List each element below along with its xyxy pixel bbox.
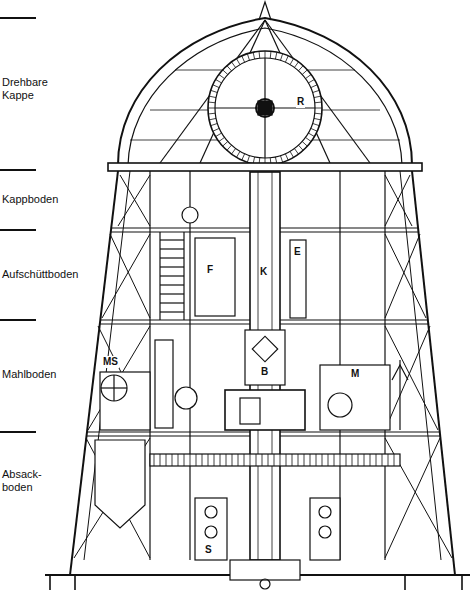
- elevator: [290, 240, 306, 318]
- floor-label: Kappboden: [2, 193, 82, 206]
- floor-label: Aufschüttboden: [2, 268, 97, 281]
- bottom-bearing: [230, 560, 300, 580]
- rotating-cap: [118, 2, 412, 165]
- silo: [95, 440, 145, 528]
- brake-wheel: [208, 51, 322, 165]
- machine-m: [320, 365, 390, 430]
- ladder: [160, 232, 184, 320]
- part-letter: B: [260, 366, 269, 378]
- floor-label: Drehbare Kappe: [2, 76, 64, 102]
- part-letter: MS: [102, 356, 119, 368]
- floor-label: Absack- boden: [2, 468, 50, 494]
- cap-floor-beam: [108, 163, 422, 171]
- sifter-ms: [100, 372, 150, 430]
- feed-box: [245, 330, 285, 385]
- tower-walls: [70, 171, 455, 575]
- part-letter: S: [204, 544, 213, 556]
- floor-label: Mahlboden: [2, 368, 82, 381]
- sack-hoist: [195, 498, 227, 560]
- pulley: [182, 207, 198, 223]
- part-letter: F: [206, 264, 214, 276]
- millstone-case: [225, 390, 305, 430]
- part-letter: E: [293, 246, 302, 258]
- part-letter: R: [296, 96, 305, 108]
- part-letter: K: [259, 266, 268, 278]
- hopper-box: [195, 238, 235, 316]
- part-letter: M: [350, 368, 360, 380]
- spur-gear: [150, 454, 400, 466]
